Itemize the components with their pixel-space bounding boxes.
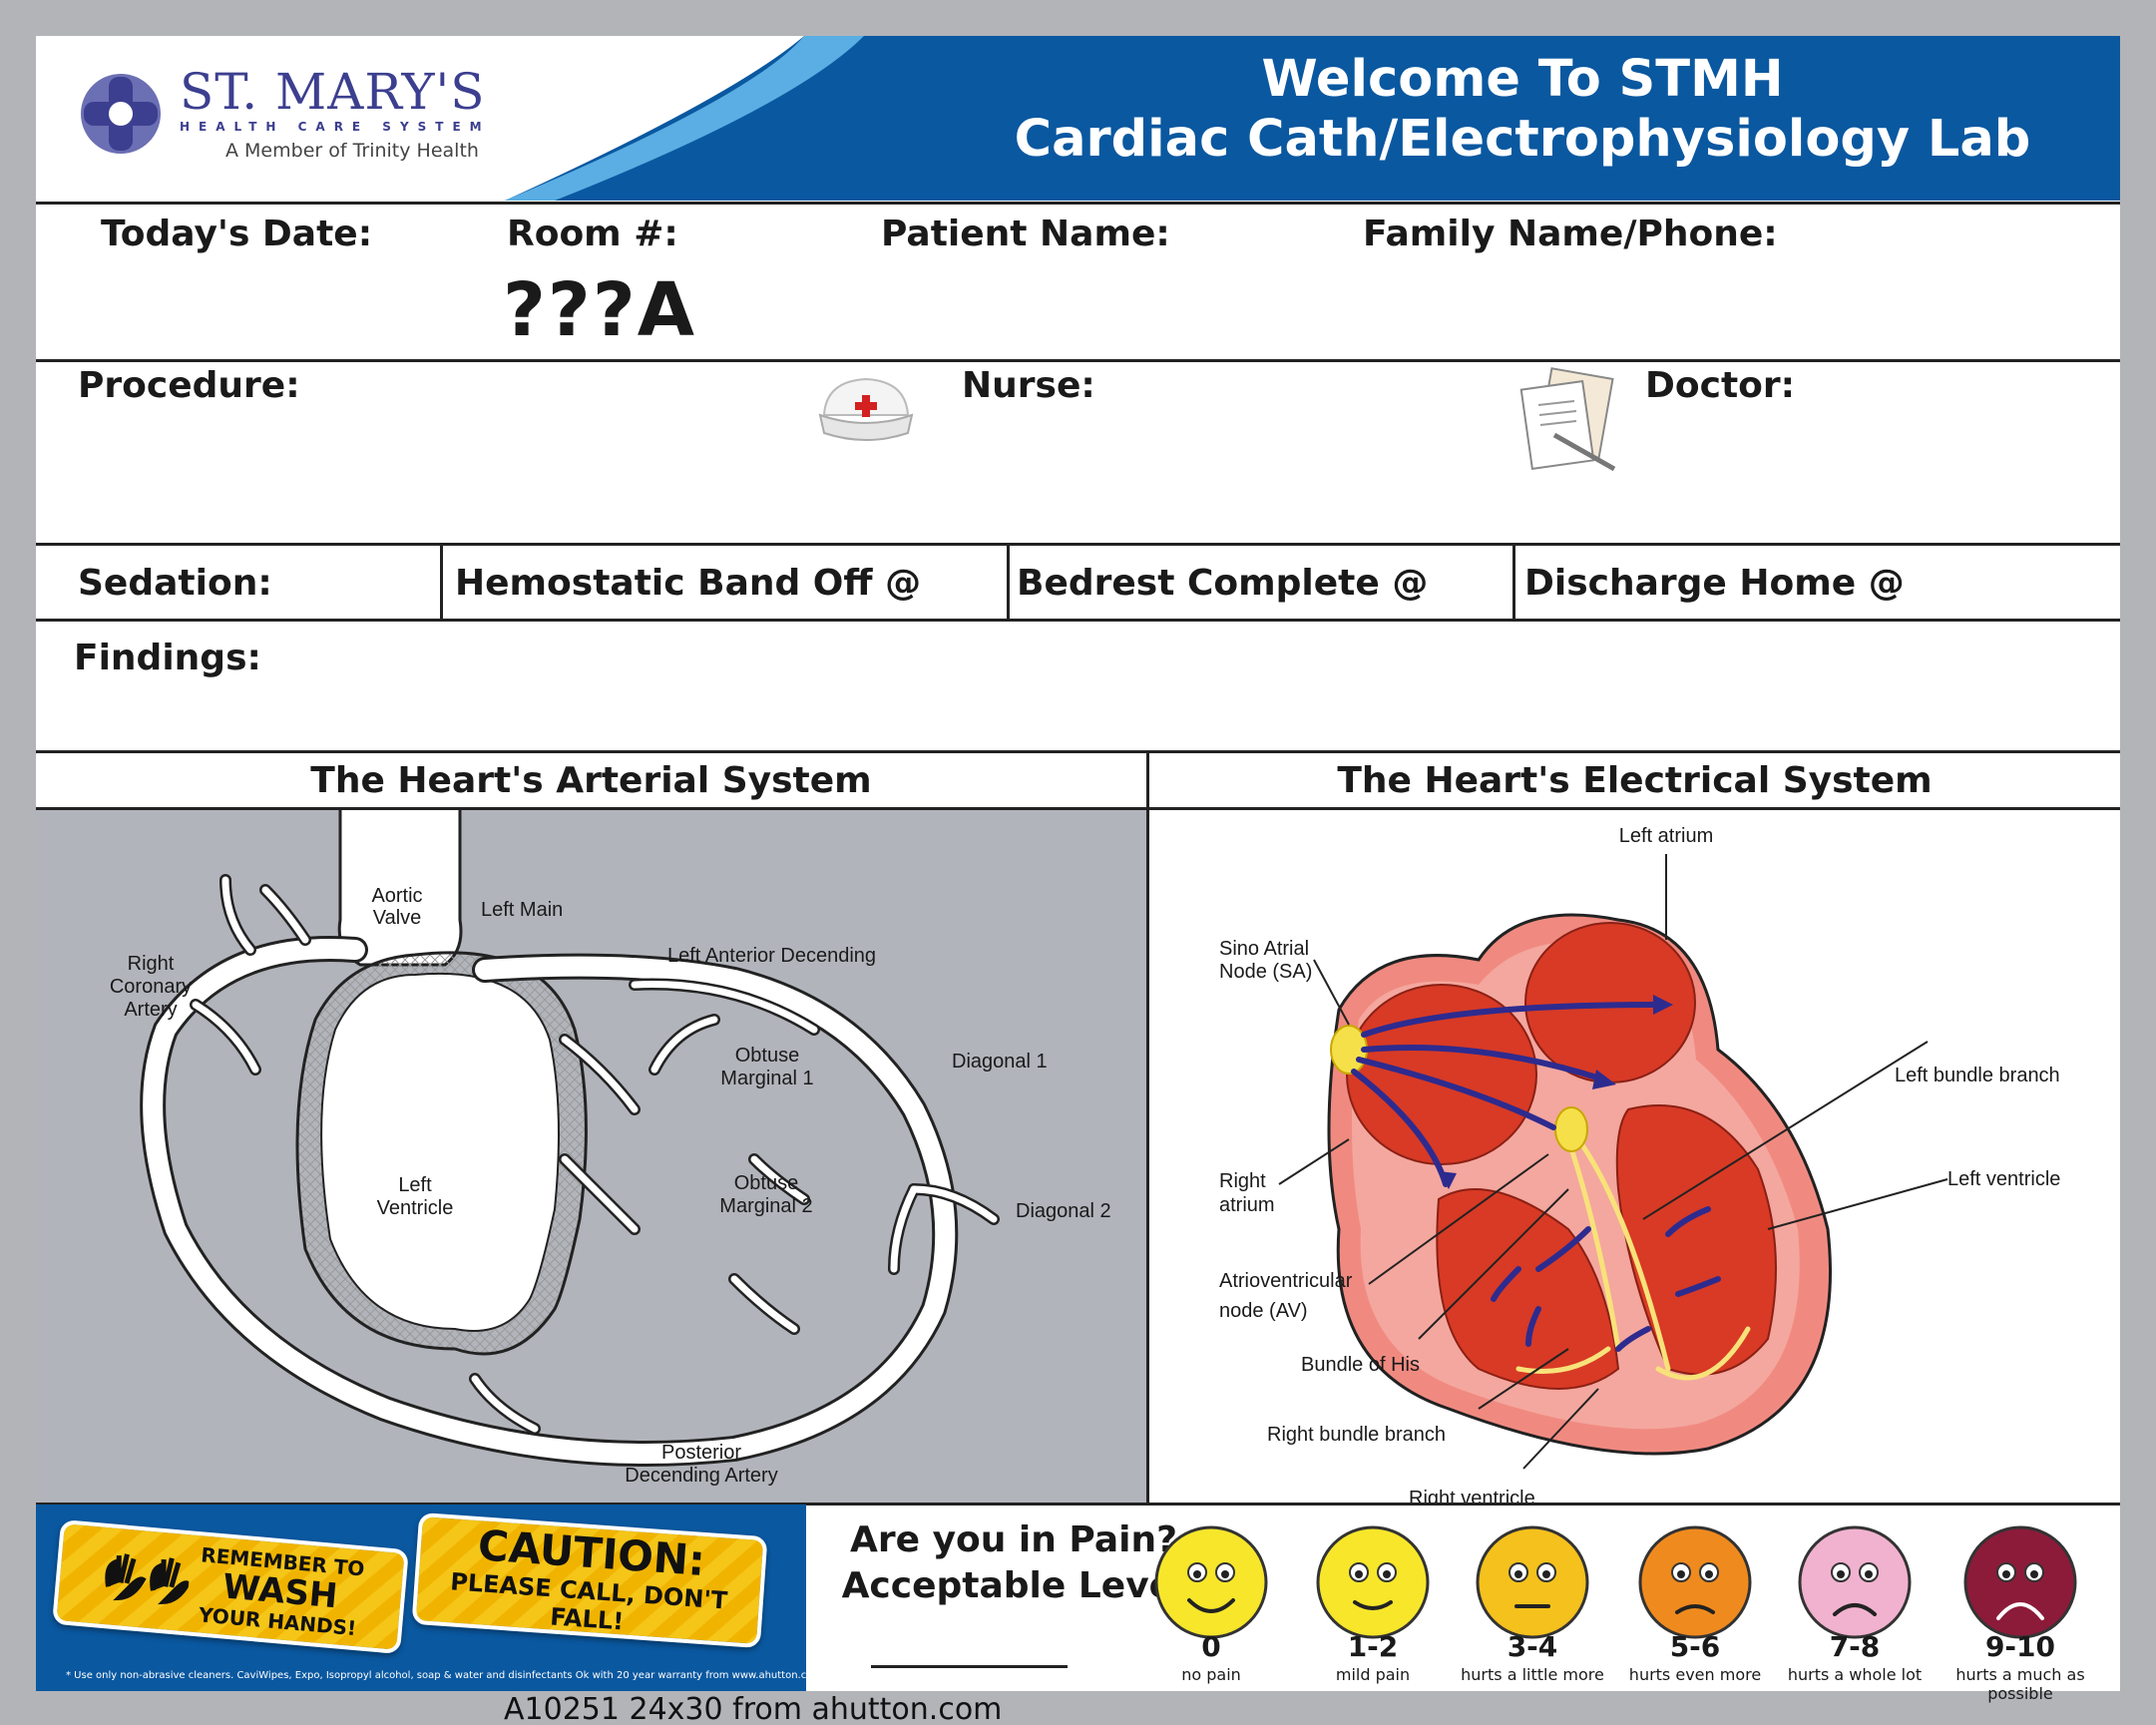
bedrest-label: Bedrest Complete @ bbox=[1017, 563, 1429, 604]
patient-name-label: Patient Name: bbox=[881, 214, 1170, 254]
procedure-label: Procedure: bbox=[78, 365, 300, 406]
pain-level-description: mild pain bbox=[1335, 1665, 1411, 1684]
left-bundle-branch-label: Left bundle branch bbox=[1895, 1065, 2060, 1086]
title-line-1: Welcome To STMH bbox=[1261, 50, 1784, 109]
left-ventricle-label-2: Ventricle bbox=[377, 1197, 454, 1219]
hands-icon bbox=[105, 1552, 192, 1604]
lad-label: Left Anterior Decending bbox=[667, 945, 876, 967]
aortic-valve-label: Aortic bbox=[371, 885, 422, 907]
pain-level-value: 5-6 bbox=[1669, 1630, 1721, 1663]
obtuse-marginal-1-label: Obtuse bbox=[735, 1045, 799, 1067]
caution-sticker: CAUTION: PLEASE CALL, DON'T FALL! bbox=[411, 1511, 768, 1649]
hemostatic-band-label: Hemostatic Band Off @ bbox=[455, 563, 922, 604]
pain-level-description: hurts even more bbox=[1628, 1665, 1762, 1684]
posterior-descending-label: Posterior bbox=[661, 1442, 741, 1464]
pain-level-description: hurts a much as possible bbox=[1955, 1665, 2085, 1703]
discharge-label: Discharge Home @ bbox=[1524, 563, 1905, 604]
pain-face-icon bbox=[1963, 1525, 2077, 1639]
reminder-banner: REMEMBER TO WASH YOUR HANDS! CAUTION: PL… bbox=[36, 1505, 806, 1691]
doctor-label: Doctor: bbox=[1645, 365, 1796, 406]
sedation-label: Sedation: bbox=[78, 563, 272, 604]
divider bbox=[1512, 543, 1515, 620]
divider bbox=[1146, 750, 1149, 1505]
brand-subtitle: HEALTH CARE SYSTEM bbox=[180, 120, 491, 134]
right-atrium-label: Right bbox=[1219, 1170, 1266, 1192]
pain-level-value: 9-10 bbox=[1984, 1630, 2056, 1663]
pain-question: Are you in Pain? Acceptable Level bbox=[814, 1517, 1213, 1609]
nurse-cap-icon bbox=[818, 377, 914, 441]
posterior-descending-label-2: Decending Artery bbox=[625, 1465, 777, 1487]
caution-line-2: PLEASE CALL, DON'T FALL! bbox=[449, 1566, 729, 1635]
pain-level-description: no pain bbox=[1181, 1665, 1241, 1684]
pain-level-description: hurts a little more bbox=[1461, 1665, 1604, 1684]
arterial-diagram: Aortic Valve Left Main Right Coronary Ar… bbox=[36, 810, 1146, 1505]
cross-logo-icon bbox=[81, 74, 161, 154]
divider bbox=[440, 543, 443, 620]
bundle-of-his-label: Bundle of His bbox=[1301, 1354, 1420, 1376]
diagonal-2-label: Diagonal 2 bbox=[1016, 1200, 1111, 1222]
logo: ST. MARY'S HEALTH CARE SYSTEM A Member o… bbox=[76, 66, 491, 162]
right-bundle-branch-label: Right bundle branch bbox=[1267, 1424, 1446, 1446]
pain-face-icon bbox=[1316, 1525, 1430, 1639]
brand-name: ST. MARY'S bbox=[180, 63, 486, 121]
brand-member: A Member of Trinity Health bbox=[225, 140, 479, 162]
page-title: Welcome To STMH Cardiac Cath/Electrophys… bbox=[934, 50, 2111, 170]
electrical-diagram: Left atrium Sino Atrial Node (SA) Left b… bbox=[1149, 810, 2120, 1505]
obtuse-marginal-2-label-2: Marginal 2 bbox=[719, 1195, 812, 1217]
divider bbox=[36, 202, 2120, 205]
pain-question-line-1: Are you in Pain? bbox=[850, 1519, 1177, 1560]
header-swoosh bbox=[36, 36, 864, 201]
wash-hands-sticker: REMEMBER TO WASH YOUR HANDS! bbox=[52, 1518, 409, 1655]
pain-face-icon bbox=[1154, 1525, 1268, 1639]
pain-face-icon bbox=[1476, 1525, 1589, 1639]
room-label: Room #: bbox=[507, 214, 678, 254]
divider bbox=[36, 543, 2120, 546]
left-atrium-label: Left atrium bbox=[1619, 825, 1713, 847]
room-value: ???A bbox=[503, 267, 697, 353]
av-node-label: Atrioventricular bbox=[1219, 1270, 1353, 1292]
title-line-2: Cardiac Cath/Electrophysiology Lab bbox=[1014, 110, 2031, 169]
header-banner: ST. MARY'S HEALTH CARE SYSTEM A Member o… bbox=[36, 36, 2120, 201]
arterial-title: The Heart's Arterial System bbox=[310, 760, 872, 801]
fine-print: * Use only non-abrasive cleaners. CaviWi… bbox=[66, 1670, 831, 1681]
medical-chart-icon bbox=[1519, 367, 1616, 472]
left-ventricle-label: Left bbox=[398, 1174, 432, 1196]
pain-level-description: hurts a whole lot bbox=[1787, 1665, 1923, 1684]
pain-level-value: 1-2 bbox=[1347, 1630, 1399, 1663]
pain-level-value: 0 bbox=[1201, 1630, 1221, 1663]
sa-node-label-2: Node (SA) bbox=[1219, 961, 1312, 983]
right-coronary-label: Right bbox=[128, 953, 175, 975]
divider bbox=[36, 750, 2120, 753]
right-ventricle-label: Right ventricle bbox=[1409, 1488, 1535, 1505]
divider bbox=[36, 1503, 2120, 1506]
divider bbox=[36, 807, 2120, 810]
obtuse-marginal-2-label: Obtuse bbox=[734, 1172, 798, 1194]
sa-node-label: Sino Atrial bbox=[1219, 938, 1309, 960]
left-main-label: Left Main bbox=[481, 899, 563, 921]
obtuse-marginal-1-label-2: Marginal 1 bbox=[720, 1068, 813, 1089]
right-coronary-label-3: Artery bbox=[124, 999, 177, 1021]
whiteboard: ST. MARY'S HEALTH CARE SYSTEM A Member o… bbox=[36, 36, 2120, 1703]
diagonal-1-label: Diagonal 1 bbox=[952, 1051, 1048, 1073]
pain-level-value: 3-4 bbox=[1507, 1630, 1558, 1663]
family-phone-label: Family Name/Phone: bbox=[1363, 214, 1778, 254]
left-ventricle-label: Left ventricle bbox=[1947, 1168, 2060, 1190]
right-atrium-label-2: atrium bbox=[1219, 1194, 1275, 1216]
divider bbox=[36, 619, 2120, 622]
acceptable-level-line bbox=[871, 1665, 1068, 1668]
findings-label: Findings: bbox=[74, 638, 261, 678]
aortic-valve-label-2: Valve bbox=[373, 907, 422, 929]
electrical-title: The Heart's Electrical System bbox=[1337, 760, 1933, 801]
av-node-label-2: node (AV) bbox=[1219, 1300, 1308, 1322]
divider bbox=[36, 359, 2120, 362]
todays-date-label: Today's Date: bbox=[101, 214, 373, 254]
pain-face-icon bbox=[1798, 1525, 1912, 1639]
divider bbox=[1007, 543, 1010, 620]
pain-question-line-2: Acceptable Level bbox=[841, 1565, 1186, 1606]
nurse-label: Nurse: bbox=[962, 365, 1095, 406]
pain-level-value: 7-8 bbox=[1829, 1630, 1881, 1663]
pain-face-icon bbox=[1638, 1525, 1752, 1639]
footer-credit: A10251 24x30 from ahutton.com bbox=[504, 1692, 1003, 1725]
right-coronary-label-2: Coronary bbox=[110, 976, 192, 998]
